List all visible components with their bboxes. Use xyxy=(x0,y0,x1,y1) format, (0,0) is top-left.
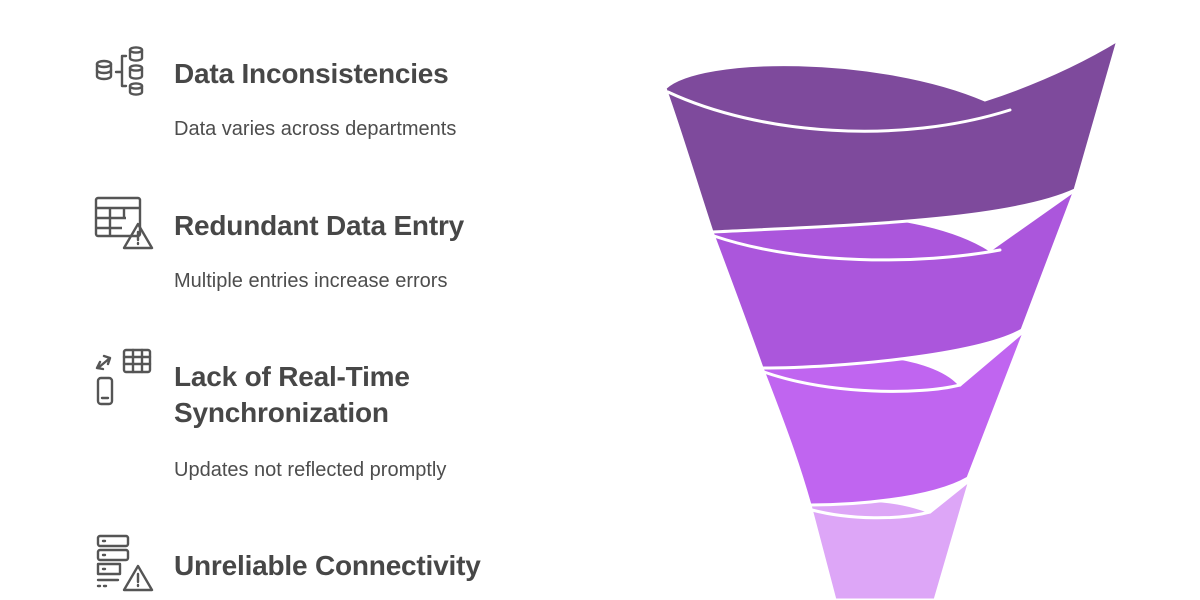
step-description: Multiple entries increase errors xyxy=(174,270,448,292)
step-description: Data varies across departments xyxy=(174,118,457,140)
database-icon xyxy=(92,36,156,100)
server-warning-icon xyxy=(92,532,156,596)
table-warning-icon xyxy=(92,188,156,252)
step-title: Data Inconsistencies xyxy=(174,58,449,89)
step-title: Lack of Real-Time Synchronization xyxy=(174,361,410,428)
funnel-band-1 xyxy=(663,38,1120,234)
funnel-graphic xyxy=(663,38,1120,600)
step-title: Unreliable Connectivity xyxy=(174,550,481,581)
step-title: Redundant Data Entry xyxy=(174,210,465,241)
step-description: Updates not reflected promptly xyxy=(174,459,447,481)
mobile-sync-icon xyxy=(92,344,156,408)
